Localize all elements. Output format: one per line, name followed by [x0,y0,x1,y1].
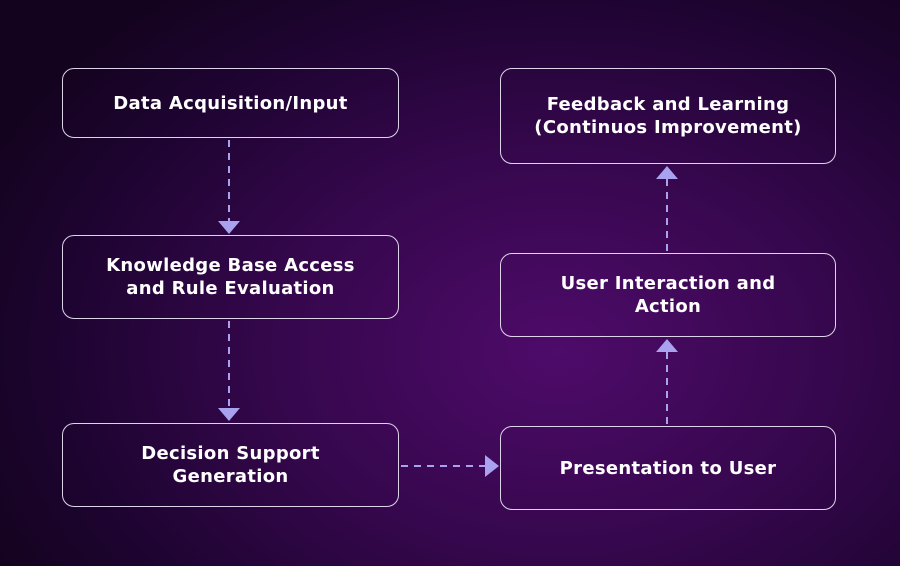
step-knowledge-base: Knowledge Base Access and Rule Evaluatio… [62,235,399,319]
step-presentation: Presentation to User [500,426,836,510]
step-user-interaction: User Interaction and Action [500,253,836,337]
step-decision-support: Decision Support Generation [62,423,399,507]
step-data-acquisition: Data Acquisition/Input [62,68,399,138]
arrowhead-down-icon [218,221,240,234]
arrowhead-up-icon [656,166,678,179]
arrowhead-down-icon [218,408,240,421]
step-feedback: Feedback and Learning (Continuos Improve… [500,68,836,164]
arrowhead-right-icon [485,455,499,477]
arrowhead-up-icon [656,339,678,352]
